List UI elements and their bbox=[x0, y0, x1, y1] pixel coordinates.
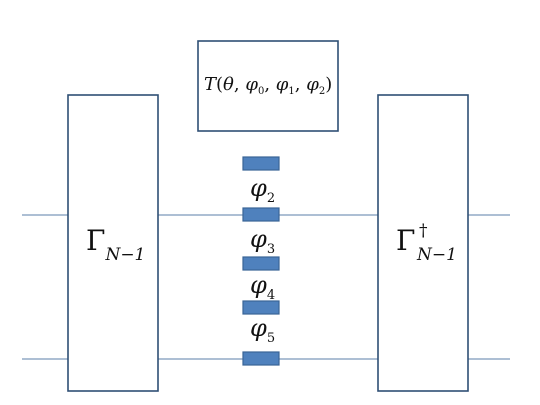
gamma-left-subscript: N−1 bbox=[104, 245, 145, 265]
phase-shifter-rect bbox=[242, 256, 280, 271]
phase-label-5: φ5 bbox=[250, 314, 275, 346]
gamma-left-symbol: Γ bbox=[86, 224, 105, 257]
gamma-dagger-block-right bbox=[377, 94, 469, 392]
phase-shifter-rect bbox=[242, 207, 280, 222]
t-sep-0: , bbox=[234, 74, 245, 95]
phase-index: 3 bbox=[267, 242, 275, 257]
gamma-right-superscript: † bbox=[419, 221, 428, 241]
phase-shifter-rect bbox=[242, 300, 280, 315]
t-operator-label: T(θ, φ0, φ1, φ2) bbox=[204, 74, 332, 97]
phase-symbol: φ bbox=[250, 225, 267, 253]
gamma-right-subscript: N−1 bbox=[416, 245, 457, 265]
t-func: T bbox=[204, 74, 218, 95]
t-open-paren: ( bbox=[216, 74, 223, 95]
t-close-paren: ) bbox=[325, 74, 332, 95]
phase-shifter-rect bbox=[242, 351, 280, 366]
phase-symbol: φ bbox=[250, 314, 267, 342]
gamma-right-subscript-text: N−1 bbox=[416, 245, 457, 265]
phase-label-3: φ3 bbox=[250, 225, 275, 257]
gamma-right-symbol: Γ bbox=[396, 224, 415, 257]
phase-index: 4 bbox=[267, 288, 275, 303]
t-operator-block bbox=[197, 40, 339, 132]
gamma-left-label: ΓN−1 bbox=[86, 224, 145, 265]
phase-symbol: φ bbox=[250, 271, 267, 299]
phase-index: 5 bbox=[267, 331, 275, 346]
t-arg-phi0: φ bbox=[245, 74, 258, 95]
phase-symbol: φ bbox=[250, 174, 267, 202]
t-arg-phi1: φ bbox=[276, 74, 289, 95]
t-sep-2: , bbox=[295, 74, 306, 95]
t-arg-phi1-sub: 1 bbox=[288, 86, 294, 97]
gamma-block-left bbox=[67, 94, 159, 392]
gamma-right-superscript-text: † bbox=[419, 221, 428, 241]
t-arg-phi2-sub: 2 bbox=[319, 86, 325, 97]
gamma-right-symbol-text: Γ bbox=[396, 224, 415, 257]
phase-label-4: φ4 bbox=[250, 271, 275, 303]
phase-shifter-rect bbox=[242, 156, 280, 171]
t-sep-1: , bbox=[264, 74, 275, 95]
phase-index: 2 bbox=[267, 191, 275, 206]
t-arg-phi0-sub: 0 bbox=[258, 86, 264, 97]
t-arg-theta: θ bbox=[223, 74, 234, 95]
phase-label-2: φ2 bbox=[250, 174, 275, 206]
t-arg-phi2: φ bbox=[306, 74, 319, 95]
